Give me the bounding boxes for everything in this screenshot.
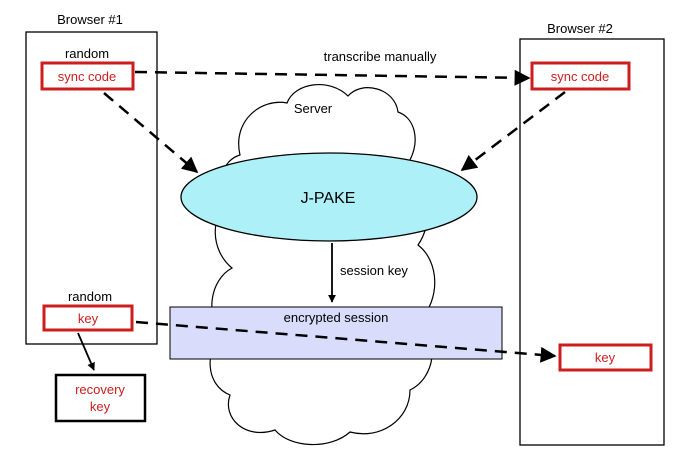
transcribe-label: transcribe manually xyxy=(324,49,437,64)
session-key-label: session key xyxy=(340,263,408,278)
recovery-key-box xyxy=(54,373,147,423)
jpake-ellipse xyxy=(180,152,478,242)
jpake-label: J-PAKE xyxy=(301,190,356,207)
browser1-sync-code-box xyxy=(40,61,135,91)
encrypted-session-label: encrypted session xyxy=(284,310,389,325)
browser1-title: Browser #1 xyxy=(57,12,123,27)
browser2-key-text: key xyxy=(595,350,616,365)
key-transfer-arrow xyxy=(135,320,557,363)
server-label: Server xyxy=(294,101,333,116)
sync-to-jpake-arrow-right xyxy=(460,91,566,171)
browser2-window xyxy=(519,38,665,446)
browser1-key-box xyxy=(42,304,134,332)
browser2-sync-code-box xyxy=(530,61,631,91)
recovery-key-line1: recovery xyxy=(75,382,125,397)
browser1-random-label-top: random xyxy=(65,46,109,61)
encrypted-session-bar xyxy=(169,306,503,360)
key-to-recovery-arrow xyxy=(77,332,95,371)
browser2-sync-code-text: sync code xyxy=(551,69,610,84)
transcribe-arrow xyxy=(134,69,531,86)
browser1-random-label-bottom: random xyxy=(68,289,112,304)
browser2-title: Browser #2 xyxy=(547,21,613,36)
recovery-key-line2: key xyxy=(90,399,111,414)
sync-to-jpake-arrow-left xyxy=(103,92,199,174)
browser2-key-box xyxy=(558,343,653,372)
browser1-sync-code-text: sync code xyxy=(58,69,117,84)
browser1-key-text: key xyxy=(78,311,99,326)
